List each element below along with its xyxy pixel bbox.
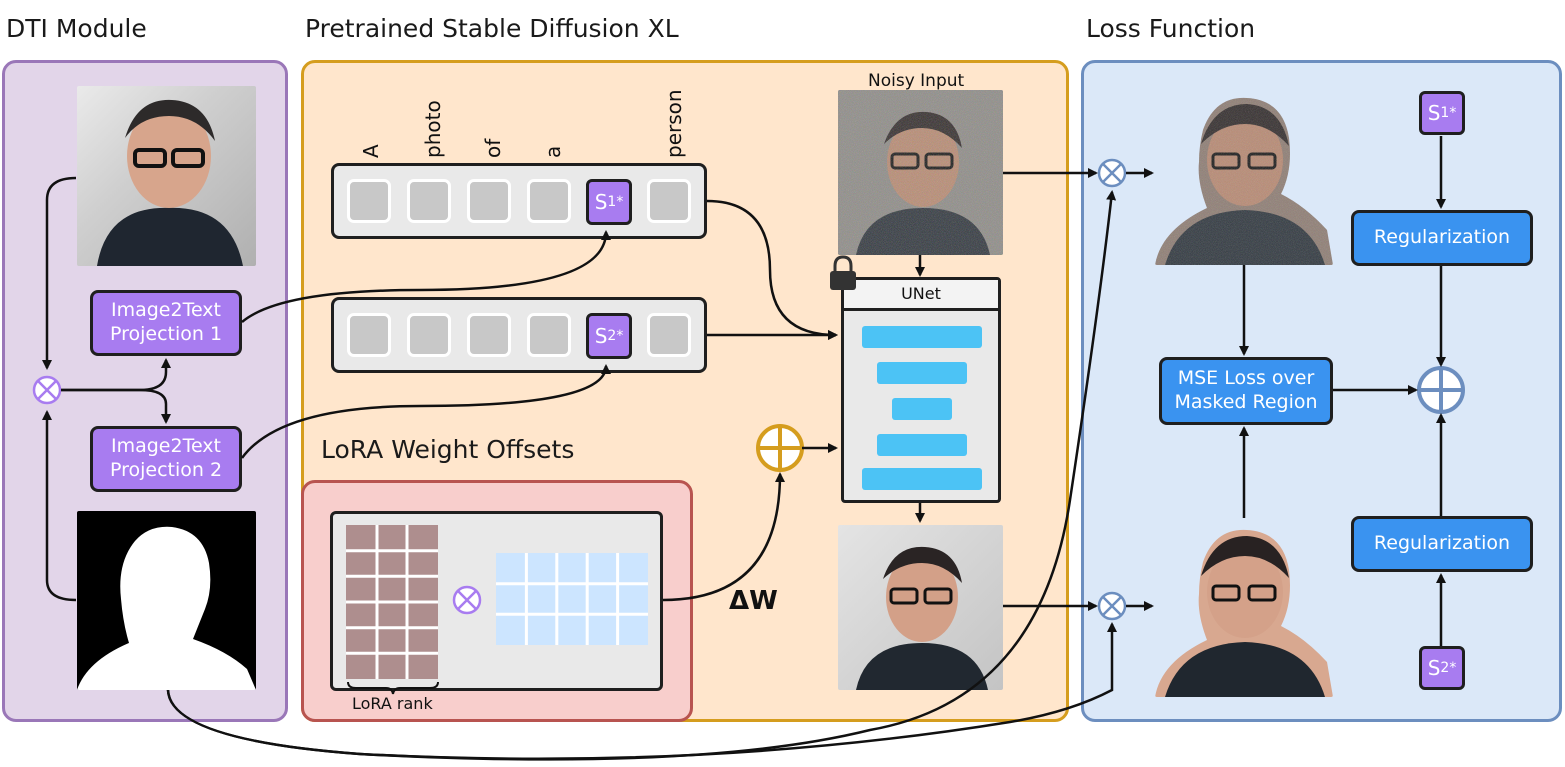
regularization-bottom[interactable]: Regularization [1351,516,1533,572]
unet-layer-4 [877,434,967,456]
lock-icon [830,255,856,290]
token-of [467,313,511,357]
token-photo [407,313,451,357]
sdxl-title: Pretrained Stable Diffusion XL [305,14,679,43]
token-a2 [527,313,571,357]
token-person [647,179,691,223]
lora-title: LoRA Weight Offsets [321,435,575,464]
image2text-projection-1[interactable]: Image2Text Projection 1 [90,290,242,356]
unet-layer-2 [877,362,967,384]
multiply-icon [1097,591,1127,621]
token-a [347,179,391,223]
image2text-projection-2[interactable]: Image2Text Projection 2 [90,426,242,492]
unet-block: UNet [841,277,1001,503]
multiply-icon [1097,158,1127,188]
unet-layer-5 [862,468,982,490]
token-person [647,313,691,357]
token-a [347,313,391,357]
token-of [467,179,511,223]
reference-face-photo [77,86,256,266]
lora-matrix-b [496,553,648,645]
add-icon [756,424,804,472]
mse-loss-box[interactable]: MSE Loss over Masked Region [1159,357,1333,425]
noisy-input-label: Noisy Input [868,71,965,91]
delta-w-label: ΔW [729,586,778,616]
lora-rank-label: LoRA rank [352,694,433,713]
dti-module-title: DTI Module [6,14,147,43]
masked-output-face [1155,522,1333,697]
mask-image [77,511,256,690]
noisy-input-photo [838,90,1003,255]
masked-noisy-face [1155,90,1333,265]
token-photo [407,179,451,223]
lora-matrix-a [346,525,438,679]
unet-layer-3 [892,398,952,420]
regularization-top[interactable]: Regularization [1351,210,1533,266]
unet-layer-1 [862,326,982,348]
add-icon [1417,366,1465,414]
denoised-output-photo [838,525,1003,690]
loss-function-title: Loss Function [1086,14,1256,43]
multiply-icon [32,375,62,405]
unet-header: UNet [844,280,998,311]
multiply-icon [452,585,482,615]
token-a2 [527,179,571,223]
